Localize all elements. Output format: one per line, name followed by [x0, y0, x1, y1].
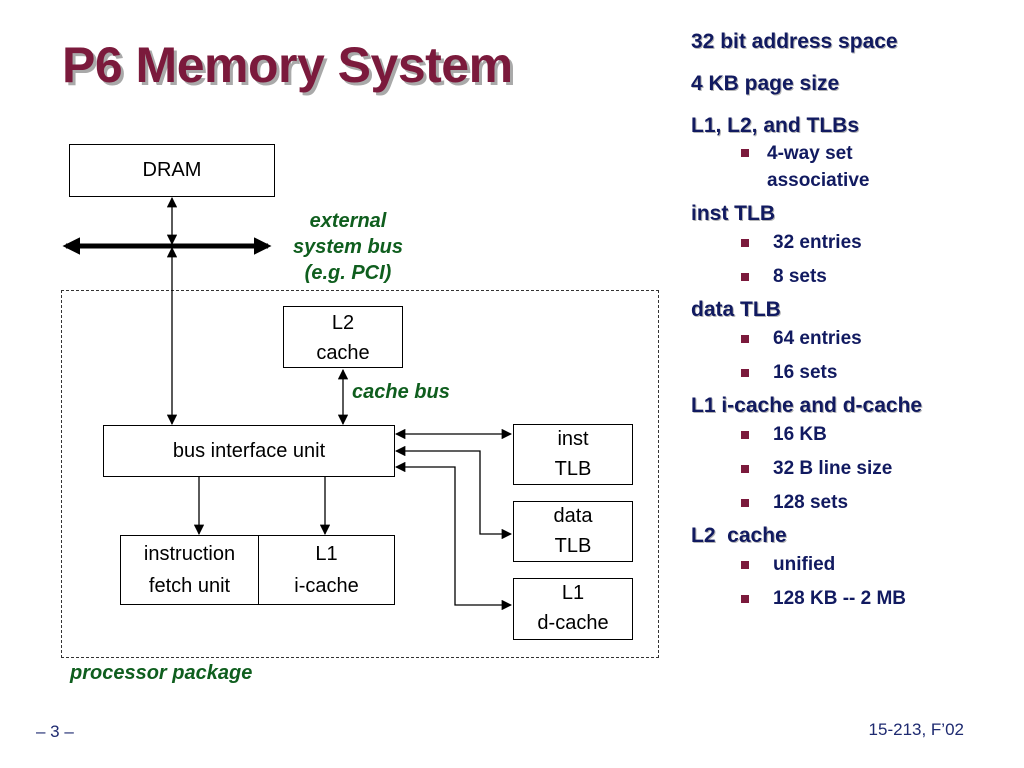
note-page-size: 4 KB page size	[691, 72, 1011, 96]
note-heading: L1, L2, and TLBs	[691, 114, 860, 137]
note-address-space: 32 bit address space	[691, 30, 1011, 54]
external-bus-label: external system bus (e.g. PCI)	[292, 210, 404, 284]
note-l1-caches: L1 i-cache and d-cache 16 KB 32 B line s…	[691, 394, 1011, 516]
notes-panel: 32 bit address space 4 KB page size L1, …	[691, 30, 1011, 620]
l1-dcache-box: L1 d-cache	[513, 578, 633, 640]
note-item: 32 entries	[691, 230, 1011, 256]
note-heading: L2 cache	[691, 524, 787, 547]
note-item: 16 sets	[691, 360, 1011, 386]
note-heading: data TLB	[691, 298, 781, 321]
cache-bus-label: cache bus	[352, 381, 450, 403]
note-item: 128 sets	[691, 490, 1011, 516]
dram-box: DRAM	[69, 144, 275, 197]
note-item: 128 KB -- 2 MB	[691, 586, 1011, 612]
bus-interface-unit-box: bus interface unit	[103, 425, 395, 477]
note-inst-tlb: inst TLB 32 entries 8 sets	[691, 202, 1011, 290]
l1-icache-box: L1 i-cache	[258, 535, 395, 605]
inst-tlb-box: inst TLB	[513, 424, 633, 485]
note-heading: 32 bit address space	[691, 30, 898, 53]
note-l2-cache: L2 cache unified 128 KB -- 2 MB	[691, 524, 1011, 612]
bus-interface-unit-label: bus interface unit	[172, 440, 326, 462]
note-item: 8 sets	[691, 264, 1011, 290]
processor-package-outline	[61, 290, 659, 658]
instruction-fetch-unit-box: instruction fetch unit	[120, 535, 259, 605]
note-data-tlb: data TLB 64 entries 16 sets	[691, 298, 1011, 386]
note-l1-l2-tlbs: L1, L2, and TLBs 4-way set associative	[691, 114, 1011, 194]
note-item: 16 KB	[691, 422, 1011, 448]
processor-package-label: processor package	[70, 662, 253, 684]
note-item: 4-way set associative	[691, 140, 917, 194]
course-label: 15-213, F’02	[868, 720, 964, 739]
note-heading: L1 i-cache and d-cache	[691, 394, 923, 417]
note-item: 64 entries	[691, 326, 1011, 352]
page-number: – 3 –	[36, 722, 74, 741]
slide-title: P6 Memory System	[62, 37, 513, 93]
data-tlb-box: data TLB	[513, 501, 633, 562]
biu-data-tlb-arrow	[394, 445, 513, 540]
l2-cache-box: L2 cache	[283, 306, 403, 368]
biu-dcache-arrow	[394, 461, 513, 611]
note-heading: inst TLB	[691, 202, 775, 225]
note-item: unified	[691, 552, 1011, 578]
note-item: 32 B line size	[691, 456, 1011, 482]
dram-label: DRAM	[142, 159, 202, 181]
note-heading: 4 KB page size	[691, 72, 840, 95]
